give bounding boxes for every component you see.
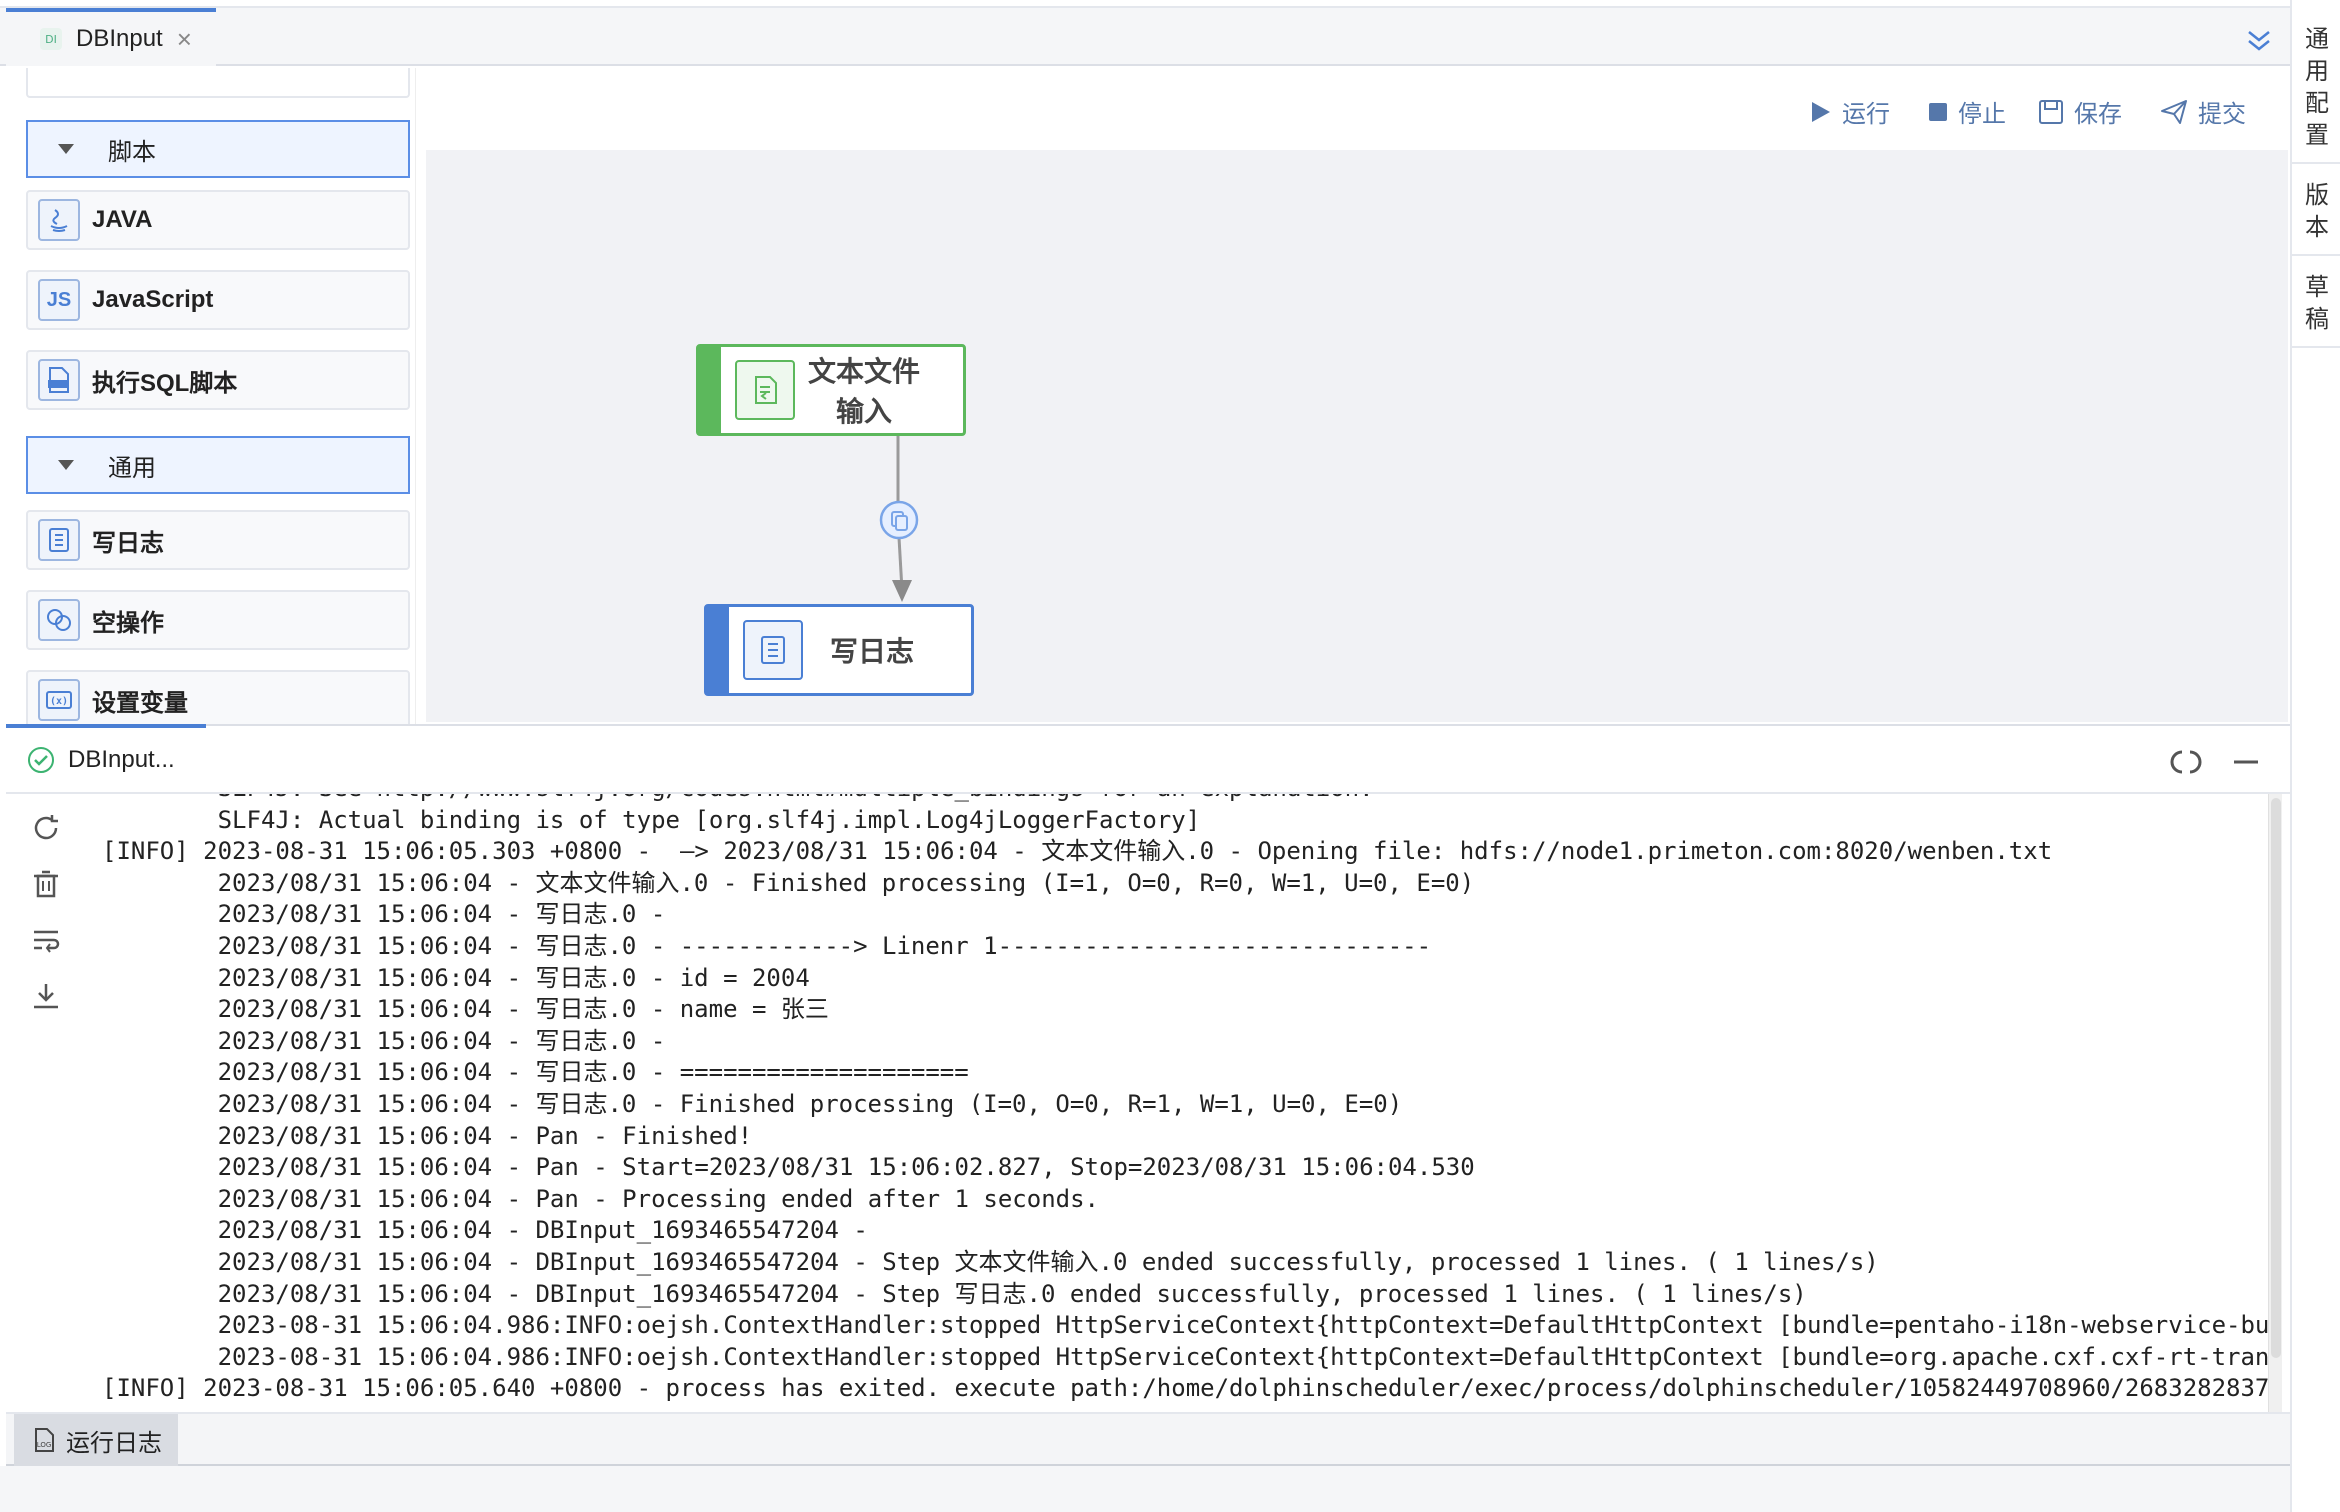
rail-general-config-label: 通用配置	[2305, 26, 2329, 149]
caret-down-icon	[58, 460, 74, 470]
tab-run-log[interactable]: LOG 运行日志	[14, 1414, 178, 1466]
log-line: 2023/08/31 15:06:04 - 写日志.0 -	[102, 1026, 666, 1055]
group-general-label: 通用	[108, 454, 156, 482]
palette-item-sql-script[interactable]: 执行SQL脚本	[26, 350, 410, 410]
log-line: 2023/08/31 15:06:04 - 写日志.0 - ==========…	[102, 1058, 969, 1087]
node-label: 写日志	[829, 636, 914, 667]
write-log-icon	[38, 519, 80, 561]
flow-connector	[879, 436, 919, 602]
log-line: 2023/08/31 15:06:04 - 文本文件输入.0 - Finishe…	[102, 868, 1475, 897]
log-line: [INFO] 2023-08-31 15:06:05.640 +0800 - p…	[102, 1374, 2280, 1403]
node-write-log[interactable]: 写日志	[704, 604, 974, 696]
canvas-toolbar: 运行 停止 保存 提交	[426, 68, 2288, 150]
log-line: [INFO] 2023-08-31 15:06:05.303 +0800 - —…	[102, 837, 2053, 866]
log-line: 2023/08/31 15:06:04 - DBInput_1693465547…	[102, 1248, 1879, 1276]
node-text-file-input[interactable]: 文本文件输入	[696, 344, 966, 436]
minimize-icon[interactable]	[2230, 746, 2262, 778]
log-line: 2023/08/31 15:06:04 - 写日志.0 - id = 2004	[102, 963, 810, 992]
submit-button[interactable]: 提交	[2160, 94, 2246, 129]
group-script[interactable]: 脚本	[26, 120, 410, 178]
log-line: 2023/08/31 15:06:04 - 写日志.0 -	[102, 900, 666, 929]
group-general[interactable]: 通用	[26, 436, 410, 494]
palette-item-label: JavaScript	[92, 286, 214, 313]
log-line: 2023/08/31 15:06:04 - DBInput_1693465547…	[102, 1279, 1807, 1308]
save-icon	[2039, 99, 2063, 124]
stop-button[interactable]: 停止	[1928, 94, 2006, 129]
palette-item-set-variable[interactable]: (x) 设置变量	[26, 670, 410, 724]
run-button[interactable]: 运行	[1810, 94, 1890, 129]
log-line: 2023-08-31 15:06:04.986:INFO:oejsh.Conte…	[102, 1342, 2280, 1371]
palette-item-label: JAVA	[92, 206, 153, 233]
component-palette: 脚本 JAVA JS JavaScript 执行SQL脚本 通用 写日志 空操作	[6, 68, 416, 724]
log-title: DBInput...	[68, 746, 175, 773]
right-rail: 通用配置 版本 草稿	[2290, 0, 2340, 1512]
log-line: 2023-08-31 15:06:04.986:INFO:oejsh.Conte…	[102, 1311, 2280, 1340]
palette-item-stub	[26, 68, 410, 98]
log-line: 2023/08/31 15:06:04 - Pan - Processing e…	[102, 1184, 1099, 1213]
send-icon	[2161, 99, 2187, 124]
maximize-toggle-icon[interactable]	[2170, 746, 2202, 778]
palette-item-label: 执行SQL脚本	[92, 369, 238, 397]
caret-down-icon	[58, 144, 74, 154]
node-label: 文本文件输入	[807, 356, 920, 427]
log-line: 2023/08/31 15:06:04 - Pan - Finished!	[102, 1121, 753, 1150]
sql-script-icon	[38, 359, 80, 401]
write-log-icon	[743, 620, 803, 680]
log-tab[interactable]: DBInput...	[28, 746, 175, 774]
wrap-lines-icon[interactable]	[30, 924, 62, 956]
di-logo-icon: DI	[40, 28, 62, 50]
editor-tab-bar: DI DBInput ×	[0, 6, 2290, 66]
tab-title: DBInput	[76, 25, 163, 52]
rail-draft-label: 草稿	[2305, 274, 2329, 333]
download-icon[interactable]	[30, 980, 62, 1012]
tab-dbinput[interactable]: DI DBInput ×	[6, 8, 216, 66]
refresh-icon[interactable]	[30, 812, 62, 844]
text-file-input-icon	[735, 360, 795, 420]
trash-icon[interactable]	[30, 868, 62, 900]
rail-version[interactable]: 版本	[2292, 170, 2340, 256]
set-variable-icon: (x)	[38, 679, 80, 721]
rail-draft[interactable]: 草稿	[2292, 262, 2340, 348]
palette-item-dummy[interactable]: 空操作	[26, 590, 410, 650]
log-line: 2023/08/31 15:06:04 - 写日志.0 - ----------…	[102, 932, 1432, 960]
rail-general-config[interactable]: 通用配置	[2292, 14, 2340, 164]
footer	[0, 1466, 2290, 1512]
palette-item-label: 空操作	[92, 609, 164, 637]
svg-text:(x): (x)	[50, 696, 68, 707]
log-line: SLF4J: Actual binding is of type [org.sl…	[102, 805, 1201, 834]
log-file-icon: LOG	[35, 1428, 54, 1452]
play-icon	[1812, 101, 1830, 122]
palette-item-label: 设置变量	[92, 689, 188, 717]
log-panel-header: DBInput...	[6, 724, 2290, 794]
bottom-tab-bar: LOG 运行日志	[6, 1412, 2290, 1466]
group-script-label: 脚本	[108, 138, 156, 166]
tab-run-log-label: 运行日志	[66, 1429, 162, 1457]
log-line: SLF4J: See http://www.slf4j.org/codes.ht…	[102, 794, 1374, 804]
double-chevron-down-icon[interactable]	[2244, 26, 2274, 56]
palette-item-label: 写日志	[92, 529, 164, 557]
log-output[interactable]: SLF4J: See http://www.slf4j.org/codes.ht…	[80, 794, 2280, 1412]
flow-canvas[interactable]: 文本文件输入 写日志	[426, 150, 2288, 722]
svg-text:LOG: LOG	[37, 1441, 52, 1449]
palette-item-javascript[interactable]: JS JavaScript	[26, 270, 410, 330]
log-line: 2023/08/31 15:06:04 - 写日志.0 - Finished p…	[102, 1090, 1403, 1118]
dummy-icon	[38, 599, 80, 641]
log-line: 2023/08/31 15:06:04 - DBInput_1693465547…	[102, 1216, 868, 1245]
palette-item-write-log[interactable]: 写日志	[26, 510, 410, 570]
save-button[interactable]: 保存	[2038, 94, 2122, 129]
stop-icon	[1929, 102, 1947, 121]
rail-version-label: 版本	[2305, 182, 2329, 241]
close-icon[interactable]: ×	[176, 24, 192, 54]
log-line: 2023/08/31 15:06:04 - 写日志.0 - name = 张三	[102, 995, 829, 1024]
check-circle-icon	[28, 747, 54, 773]
log-side-toolbar	[6, 794, 80, 1412]
js-icon: JS	[38, 279, 80, 321]
log-scrollbar-thumb[interactable]	[2271, 798, 2281, 1358]
java-icon	[38, 199, 80, 241]
log-line: 2023/08/31 15:06:04 - Pan - Start=2023/0…	[102, 1153, 1475, 1182]
log-scrollbar[interactable]	[2268, 794, 2282, 1412]
palette-item-java[interactable]: JAVA	[26, 190, 410, 250]
